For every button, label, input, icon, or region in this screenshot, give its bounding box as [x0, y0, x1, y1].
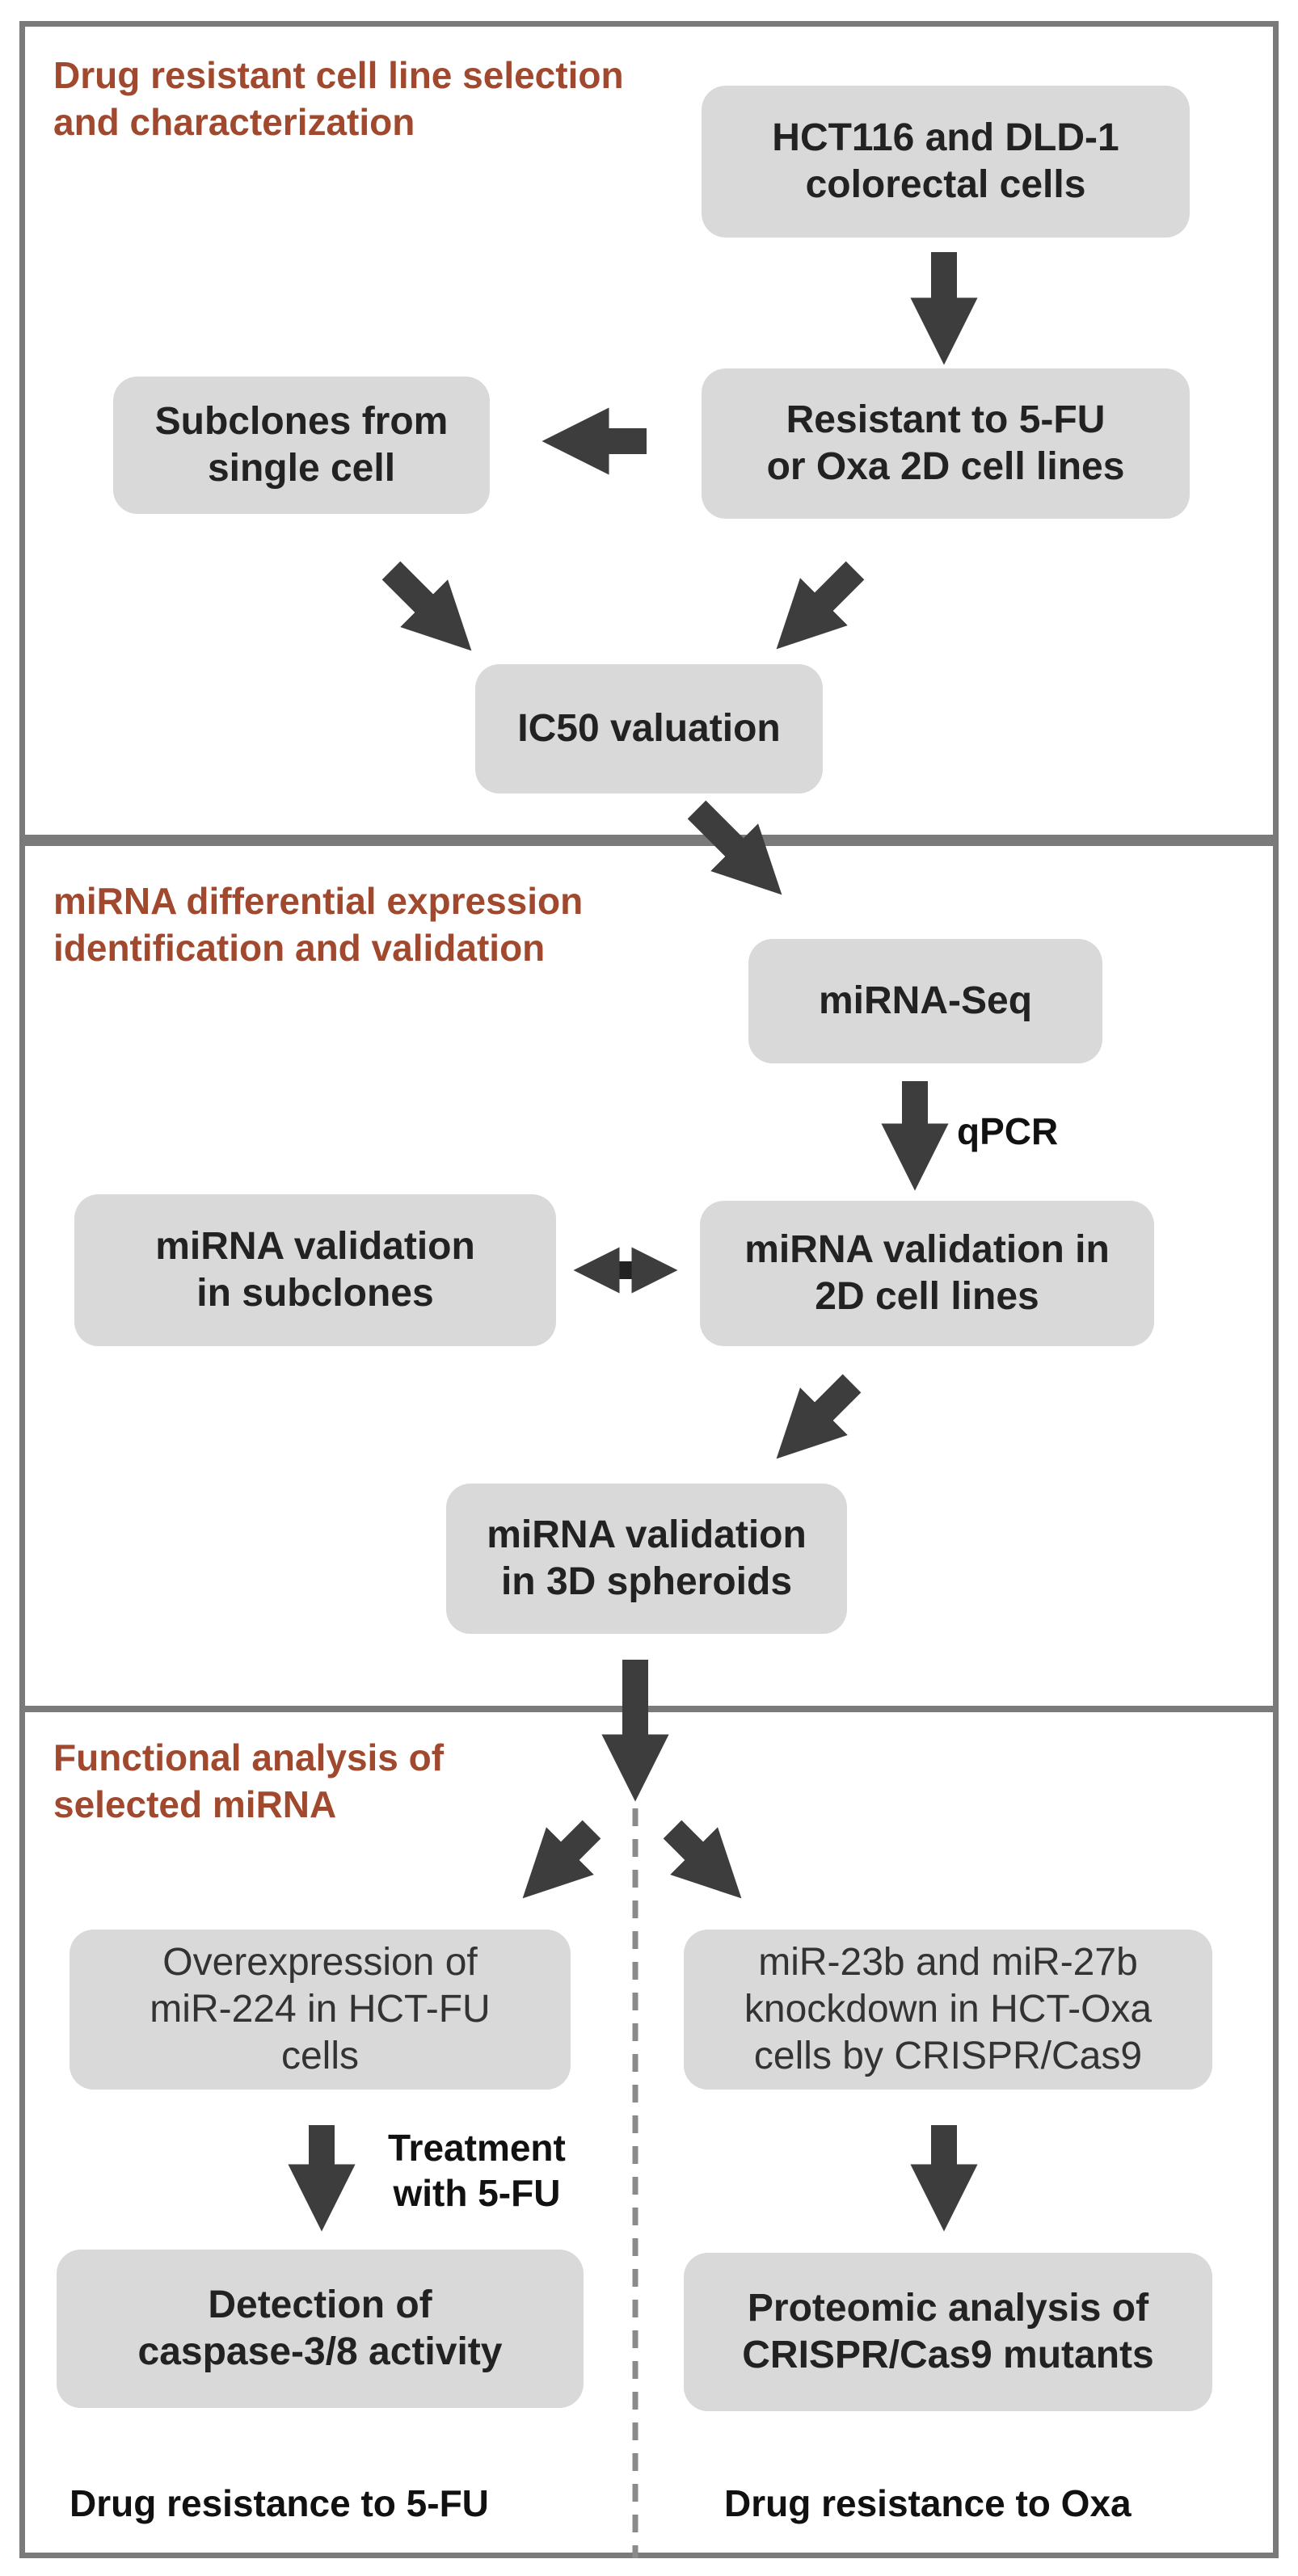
caspase-box: Detection of caspase-3/8 activity: [57, 2250, 584, 2408]
section-2-title: miRNA differential expression identifica…: [53, 880, 584, 969]
arrow-resistant-to-ic50: [776, 561, 865, 650]
arrow-2d-to-3d: [776, 1374, 862, 1459]
knockdown-box: miR-23b and miR-27b knockdown in HCT-Oxa…: [684, 1930, 1212, 2090]
validation-2d-box: miRNA validation in 2D cell lines: [700, 1201, 1154, 1346]
arrow-split-right: [663, 1820, 742, 1899]
section-3-panel: [19, 1707, 1279, 2558]
arrow-subclones-to-ic50: [381, 561, 472, 651]
ic50-box: IC50 valuation: [475, 664, 823, 793]
overexpression-box: Overexpression of miR-224 in HCT-FU cell…: [70, 1930, 571, 2090]
footer-5fu: Drug resistance to 5-FU: [70, 2482, 489, 2524]
proteomic-box: Proteomic analysis of CRISPR/Cas9 mutant…: [684, 2253, 1212, 2411]
resistant-lines-box: Resistant to 5-FU or Oxa 2D cell lines: [702, 368, 1190, 519]
footer-oxa: Drug resistance to Oxa: [724, 2482, 1132, 2524]
mirna-seq-box: miRNA-Seq: [748, 939, 1102, 1063]
arrow-split-left: [522, 1820, 601, 1899]
validation-3d-box: miRNA validation in 3D spheroids: [446, 1484, 847, 1634]
treatment-label: Treatment with 5-FU: [388, 2127, 566, 2214]
qpcr-label: qPCR: [957, 1110, 1059, 1152]
arrow-ic50-to-mirnaseq: [687, 800, 782, 895]
section-3-title: Functional analysis of selected miRNA: [53, 1736, 445, 1825]
hct116-dld1-box: HCT116 and DLD-1 colorectal cells: [702, 86, 1190, 238]
section-1-title: Drug resistant cell line selection and c…: [53, 54, 624, 143]
subclones-box: Subclones from single cell: [113, 377, 490, 514]
validation-subclones-box: miRNA validation in subclones: [74, 1194, 556, 1346]
